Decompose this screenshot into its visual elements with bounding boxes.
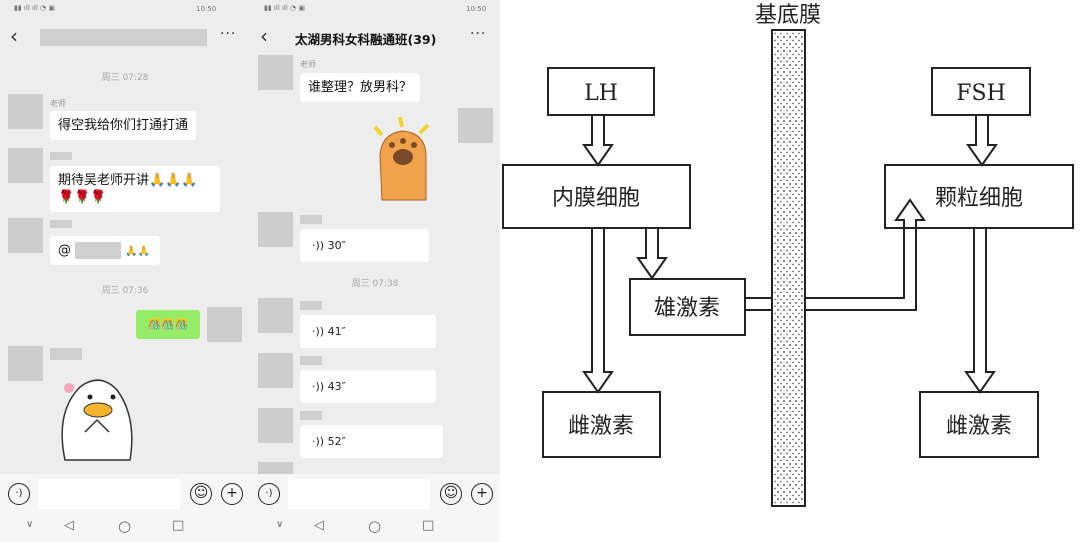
emoji-icon[interactable]: ☺ — [440, 483, 462, 505]
granulosa-label: 颗粒细胞 — [935, 186, 1023, 211]
status-icons: ▮▮ ıll ıll ◔ ▣ — [264, 4, 305, 12]
nav-back-icon[interactable]: ◁ — [314, 518, 324, 533]
timestamp: 周三 07:28 — [101, 73, 149, 83]
status-time: 10:50 — [466, 5, 487, 13]
input-bar: ·) ☺ + — [0, 474, 250, 514]
voice-message[interactable]: ·)) 52″ — [300, 425, 443, 458]
chat-title-redacted — [40, 29, 207, 46]
avatar[interactable] — [8, 94, 43, 129]
theca-cell-box — [502, 164, 691, 229]
arrow-theca-to-androgen — [636, 228, 668, 280]
message-bubble: 得空我给你们打通打通 — [50, 111, 197, 140]
voice-message[interactable]: ·)) 30″ — [300, 229, 429, 262]
duck-sticker[interactable] — [55, 372, 137, 462]
my-avatar[interactable] — [458, 108, 493, 143]
voice-toggle-icon[interactable]: ·) — [258, 483, 280, 505]
chat-title: 太湖男科女科融通班(39) — [295, 32, 437, 47]
more-button[interactable]: ··· — [470, 26, 487, 42]
basement-membrane — [771, 29, 806, 507]
sender-name-redacted — [300, 356, 322, 365]
pray-emoji: 🙏🙏 — [125, 246, 151, 257]
sender-name: 老师 — [300, 60, 316, 69]
lh-label: LH — [584, 81, 618, 106]
cat-paw-sticker[interactable] — [370, 115, 440, 203]
estrogen-right-label: 雌激素 — [946, 414, 1012, 439]
voice-message[interactable]: ·)) 43″ — [300, 370, 436, 403]
emoji-icon[interactable]: ☺ — [190, 483, 212, 505]
sender-name-redacted — [50, 220, 72, 228]
my-avatar[interactable] — [207, 307, 242, 342]
fsh-box — [931, 67, 1031, 116]
voice-message[interactable]: ·)) 41″ — [300, 315, 436, 348]
message-bubble: 期待吴老师开讲🙏🙏🙏🌹🌹🌹 — [50, 166, 220, 212]
arrow-androgen-to-granulosa — [805, 198, 926, 311]
message-bubble: @ 🙏🙏 — [50, 236, 160, 265]
arrow-theca-to-estrogen — [582, 228, 614, 394]
back-button[interactable]: ‹ — [260, 24, 268, 48]
fsh-label: FSH — [956, 81, 1006, 106]
sender-name-redacted — [300, 215, 322, 224]
voice-toggle-icon[interactable]: ·) — [8, 483, 30, 505]
avatar[interactable] — [8, 346, 43, 381]
avatar[interactable] — [258, 212, 293, 247]
mention-redacted — [75, 242, 122, 259]
membrane-label: 基底膜 — [755, 3, 821, 28]
avatar[interactable] — [258, 462, 293, 474]
sender-name: 老师 — [50, 99, 66, 108]
connector-androgen-membrane — [745, 297, 772, 311]
nav-collapse-icon[interactable]: ∨ — [26, 519, 34, 530]
sender-name-redacted — [300, 301, 322, 310]
avatar[interactable] — [258, 408, 293, 443]
sender-name-redacted — [300, 411, 322, 420]
message-input[interactable] — [38, 479, 180, 509]
hormone-diagram: 基底膜 LH 内膜细胞 雄激素 雌激素 FSH 颗粒细胞 雌激素 — [502, 3, 1074, 507]
avatar[interactable] — [258, 55, 293, 90]
voice-duration: 30″ — [327, 239, 346, 252]
timestamp: 周三 07:38 — [351, 279, 399, 289]
sender-name-redacted — [50, 152, 72, 160]
timestamp: 周三 07:36 — [101, 286, 149, 296]
android-nav-bar: ∨ ◁ ○ □ — [250, 514, 500, 542]
status-icons: ▮▮ ıll ıll ◔ ▣ — [14, 4, 55, 12]
plus-icon[interactable]: + — [221, 483, 243, 505]
status-time: 10:50 — [196, 5, 217, 13]
chat-screen-left: ▮▮ ıll ıll ◔ ▣ 10:50 ‹ ··· 周三 07:28 老师 得… — [0, 0, 250, 542]
avatar[interactable] — [8, 148, 43, 183]
message-bubble: 谁整理？放男科？ — [300, 73, 421, 102]
message-input[interactable] — [288, 479, 430, 509]
nav-recents-icon[interactable]: □ — [422, 518, 435, 533]
avatar[interactable] — [258, 353, 293, 388]
back-button[interactable]: ‹ — [10, 24, 18, 48]
estrogen-left-label: 雌激素 — [568, 414, 634, 439]
lh-box — [547, 67, 655, 116]
voice-duration: 41″ — [327, 325, 346, 338]
outgoing-message-bubble: 🎊🎊🎊 — [136, 310, 200, 339]
nav-collapse-icon[interactable]: ∨ — [276, 519, 284, 530]
nav-back-icon[interactable]: ◁ — [64, 518, 74, 533]
nav-home-icon[interactable]: ○ — [118, 517, 132, 535]
nav-home-icon[interactable]: ○ — [368, 517, 382, 535]
theca-label: 内膜细胞 — [552, 186, 640, 211]
arrow-lh-to-theca — [582, 115, 614, 167]
arrow-granulosa-to-estrogen — [964, 228, 996, 394]
arrow-fsh-to-granulosa — [966, 115, 998, 167]
granulosa-cell-box — [884, 164, 1074, 229]
estrogen-left-box — [542, 391, 661, 458]
androgen-label: 雄激素 — [654, 296, 720, 321]
more-button[interactable]: ··· — [220, 26, 237, 42]
nav-recents-icon[interactable]: □ — [172, 518, 185, 533]
sender-name-redacted — [50, 348, 82, 360]
voice-duration: 52″ — [327, 435, 346, 448]
voice-duration: 43″ — [327, 380, 346, 393]
mention: @ — [58, 243, 71, 258]
plus-icon[interactable]: + — [471, 483, 493, 505]
android-nav-bar: ∨ ◁ ○ □ — [0, 514, 250, 542]
avatar[interactable] — [258, 298, 293, 333]
chat-screen-right: ▮▮ ıll ıll ◔ ▣ 10:50 ‹ 太湖男科女科融通班(39) ···… — [250, 0, 500, 542]
androgen-box — [629, 278, 746, 336]
input-bar: ·) ☺ + — [250, 474, 500, 514]
avatar[interactable] — [8, 218, 43, 253]
